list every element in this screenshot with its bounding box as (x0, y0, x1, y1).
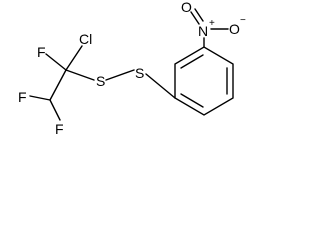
bond-c2-f-bottom (49, 99, 61, 121)
atom-n: N (198, 23, 208, 39)
bond-c1-f (45, 53, 67, 71)
charge-o: − (240, 15, 246, 26)
molecule-drawing: Cl F F F S S N + O O − (18, 0, 246, 137)
bonds (29, 8, 234, 121)
bond-c2-f-left (29, 95, 51, 101)
ring-inner-bond-3 (180, 93, 204, 108)
structure-diagram: Cl F F F S S N + O O − (18, 0, 246, 137)
bond-n-o-top (190, 11, 200, 25)
atom-o-right: O (229, 21, 240, 37)
ring-inner-bond-1 (180, 54, 204, 69)
atom-s2: S (135, 65, 144, 81)
atom-f-left: F (18, 89, 27, 105)
charge-n: + (209, 18, 215, 29)
benzene-ring (174, 46, 234, 116)
atom-s1: S (96, 73, 105, 89)
bond-c1-s1 (65, 69, 95, 81)
bond-n-o-top-double (194, 8, 204, 22)
atom-f-bottom: F (55, 121, 64, 137)
bond-c1-cl (65, 45, 83, 71)
atom-f-top: F (37, 44, 46, 60)
bond-s1-s2 (105, 69, 135, 81)
atom-cl: Cl (79, 31, 92, 47)
bond-c1-c2 (49, 69, 67, 101)
atom-labels: Cl F F F S S N + O O − (18, 0, 246, 137)
bond-s2-ring (145, 73, 176, 99)
atom-o-top: O (181, 0, 192, 15)
